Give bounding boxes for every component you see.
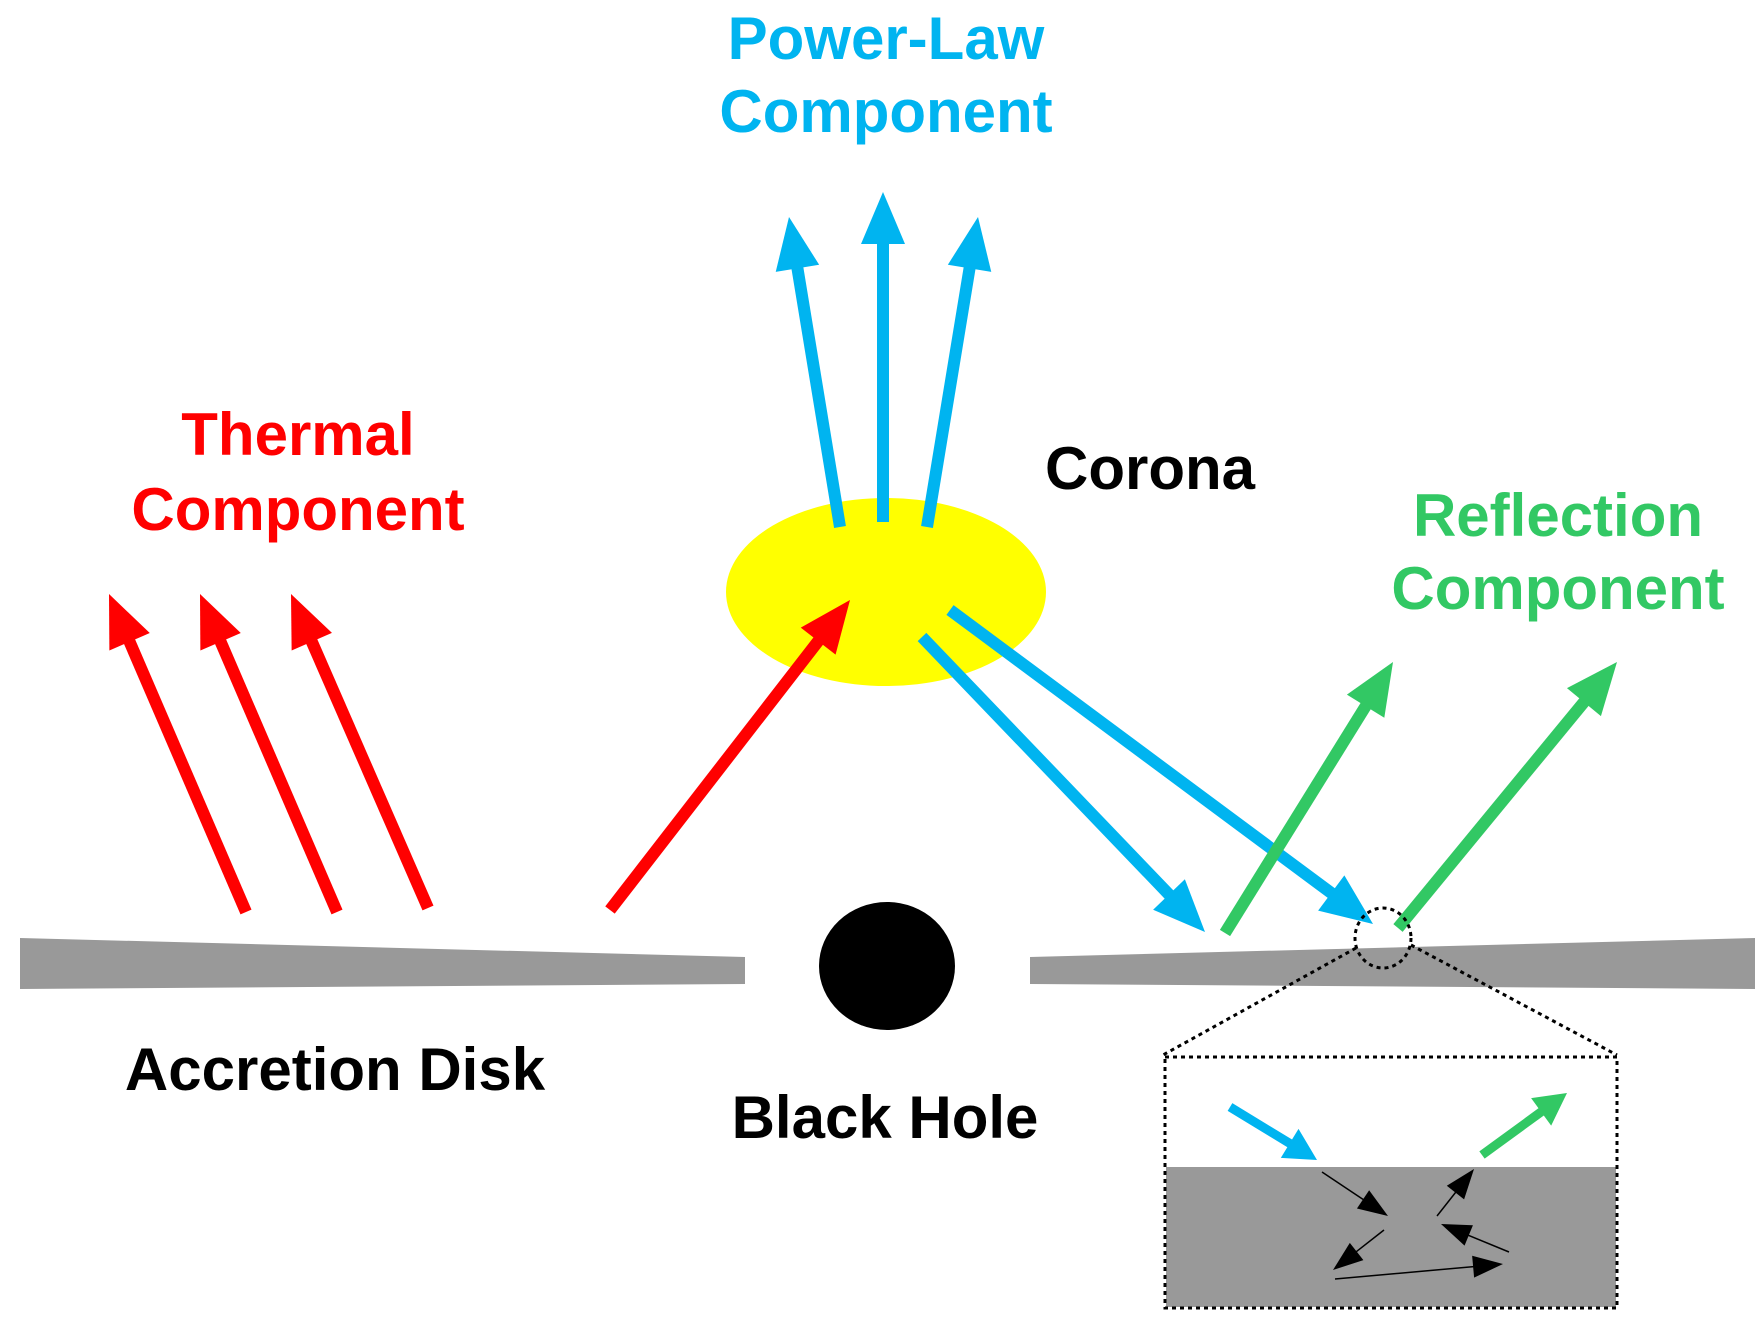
inset-gas-layer [1166, 1167, 1616, 1307]
arrow-shaft [1219, 701, 1372, 937]
inset-scatter-arrow [1334, 1255, 1503, 1280]
arrow-head [1346, 662, 1393, 718]
thermal-arrow [291, 594, 434, 911]
inset-outgoing-arrow [1479, 1093, 1567, 1159]
arrow-shaft [605, 635, 825, 914]
reflection-label: Component [1391, 555, 1724, 622]
power-law-label: Power-Law [728, 5, 1045, 72]
power-law-label: Component [719, 78, 1052, 145]
power-law-arrow [861, 192, 905, 522]
thermal-label: Component [131, 476, 464, 543]
arrow-shaft [123, 637, 252, 915]
power-law-arrow-to-disk [946, 605, 1373, 924]
zoom-inset [1162, 906, 1619, 1310]
inset-box [1163, 1055, 1619, 1310]
zoom-line-right [1410, 943, 1618, 1057]
arrow-head [800, 600, 850, 655]
arrow-head [861, 192, 905, 244]
inset-scatter-arrow [1333, 1229, 1385, 1270]
reflection-arrows [1219, 662, 1617, 937]
arrow-head [1566, 662, 1617, 717]
arrow-shaft [1466, 1233, 1510, 1253]
arrow-shaft [946, 605, 1337, 900]
power-law-arrow-to-disk [917, 632, 1205, 932]
arrow-head [775, 217, 820, 272]
arrow-shaft [305, 637, 434, 911]
thermal-arrow [109, 594, 252, 915]
accretion-disk-right [1030, 938, 1755, 989]
zoom-circle [1353, 906, 1413, 970]
inset-scatter-arrow [1441, 1224, 1510, 1253]
reflection-arrow [1393, 662, 1617, 932]
reflection-label: Reflection [1413, 482, 1703, 549]
arrow-head [1356, 1190, 1388, 1216]
arrow-head [200, 594, 241, 651]
reflection-arrow [1219, 662, 1393, 937]
power-law-arrows [775, 192, 1373, 932]
arrow-head [1153, 879, 1205, 932]
arrow-shaft [1334, 1265, 1476, 1280]
inset-incoming-arrow [1227, 1103, 1317, 1160]
thermal-arrow-to-corona [605, 600, 850, 914]
arrow-shaft [917, 632, 1175, 901]
black-hole [819, 902, 955, 1030]
corona [726, 498, 1046, 686]
accretion-disk-label: Accretion Disk [125, 1036, 546, 1103]
arrow-head [1441, 1224, 1473, 1246]
power-law-arrow [775, 217, 846, 528]
arrow-shaft [214, 637, 343, 915]
thermal-label: Thermal [181, 401, 414, 468]
arrow-shaft [791, 265, 846, 528]
arrow-head [1531, 1093, 1567, 1126]
corona-label: Corona [1045, 435, 1256, 502]
arrow-shaft [1321, 1171, 1366, 1202]
arrow-shaft [921, 265, 976, 528]
inset-scatter-arrow [1321, 1171, 1388, 1216]
arrow-head [109, 594, 150, 651]
arrow-shaft [1479, 1107, 1546, 1159]
black-hole-label: Black Hole [732, 1084, 1039, 1151]
inset-scatter-arrow [1436, 1169, 1474, 1217]
arrow-head [1280, 1128, 1317, 1160]
thermal-arrow [200, 594, 343, 915]
arrow-head [1446, 1169, 1474, 1200]
power-law-arrow [921, 217, 992, 528]
arrow-shaft [1436, 1190, 1458, 1217]
arrow-shaft [1227, 1103, 1294, 1149]
arrow-head [947, 217, 992, 272]
accretion-disk-left [20, 938, 745, 989]
arrow-shaft [1393, 696, 1590, 932]
arrow-head [1333, 1242, 1364, 1270]
arrow-head [291, 594, 332, 651]
arrow-head [1318, 875, 1373, 924]
arrow-shaft [1354, 1229, 1385, 1254]
arrow-head [1472, 1255, 1503, 1278]
thermal-arrows [109, 594, 850, 915]
